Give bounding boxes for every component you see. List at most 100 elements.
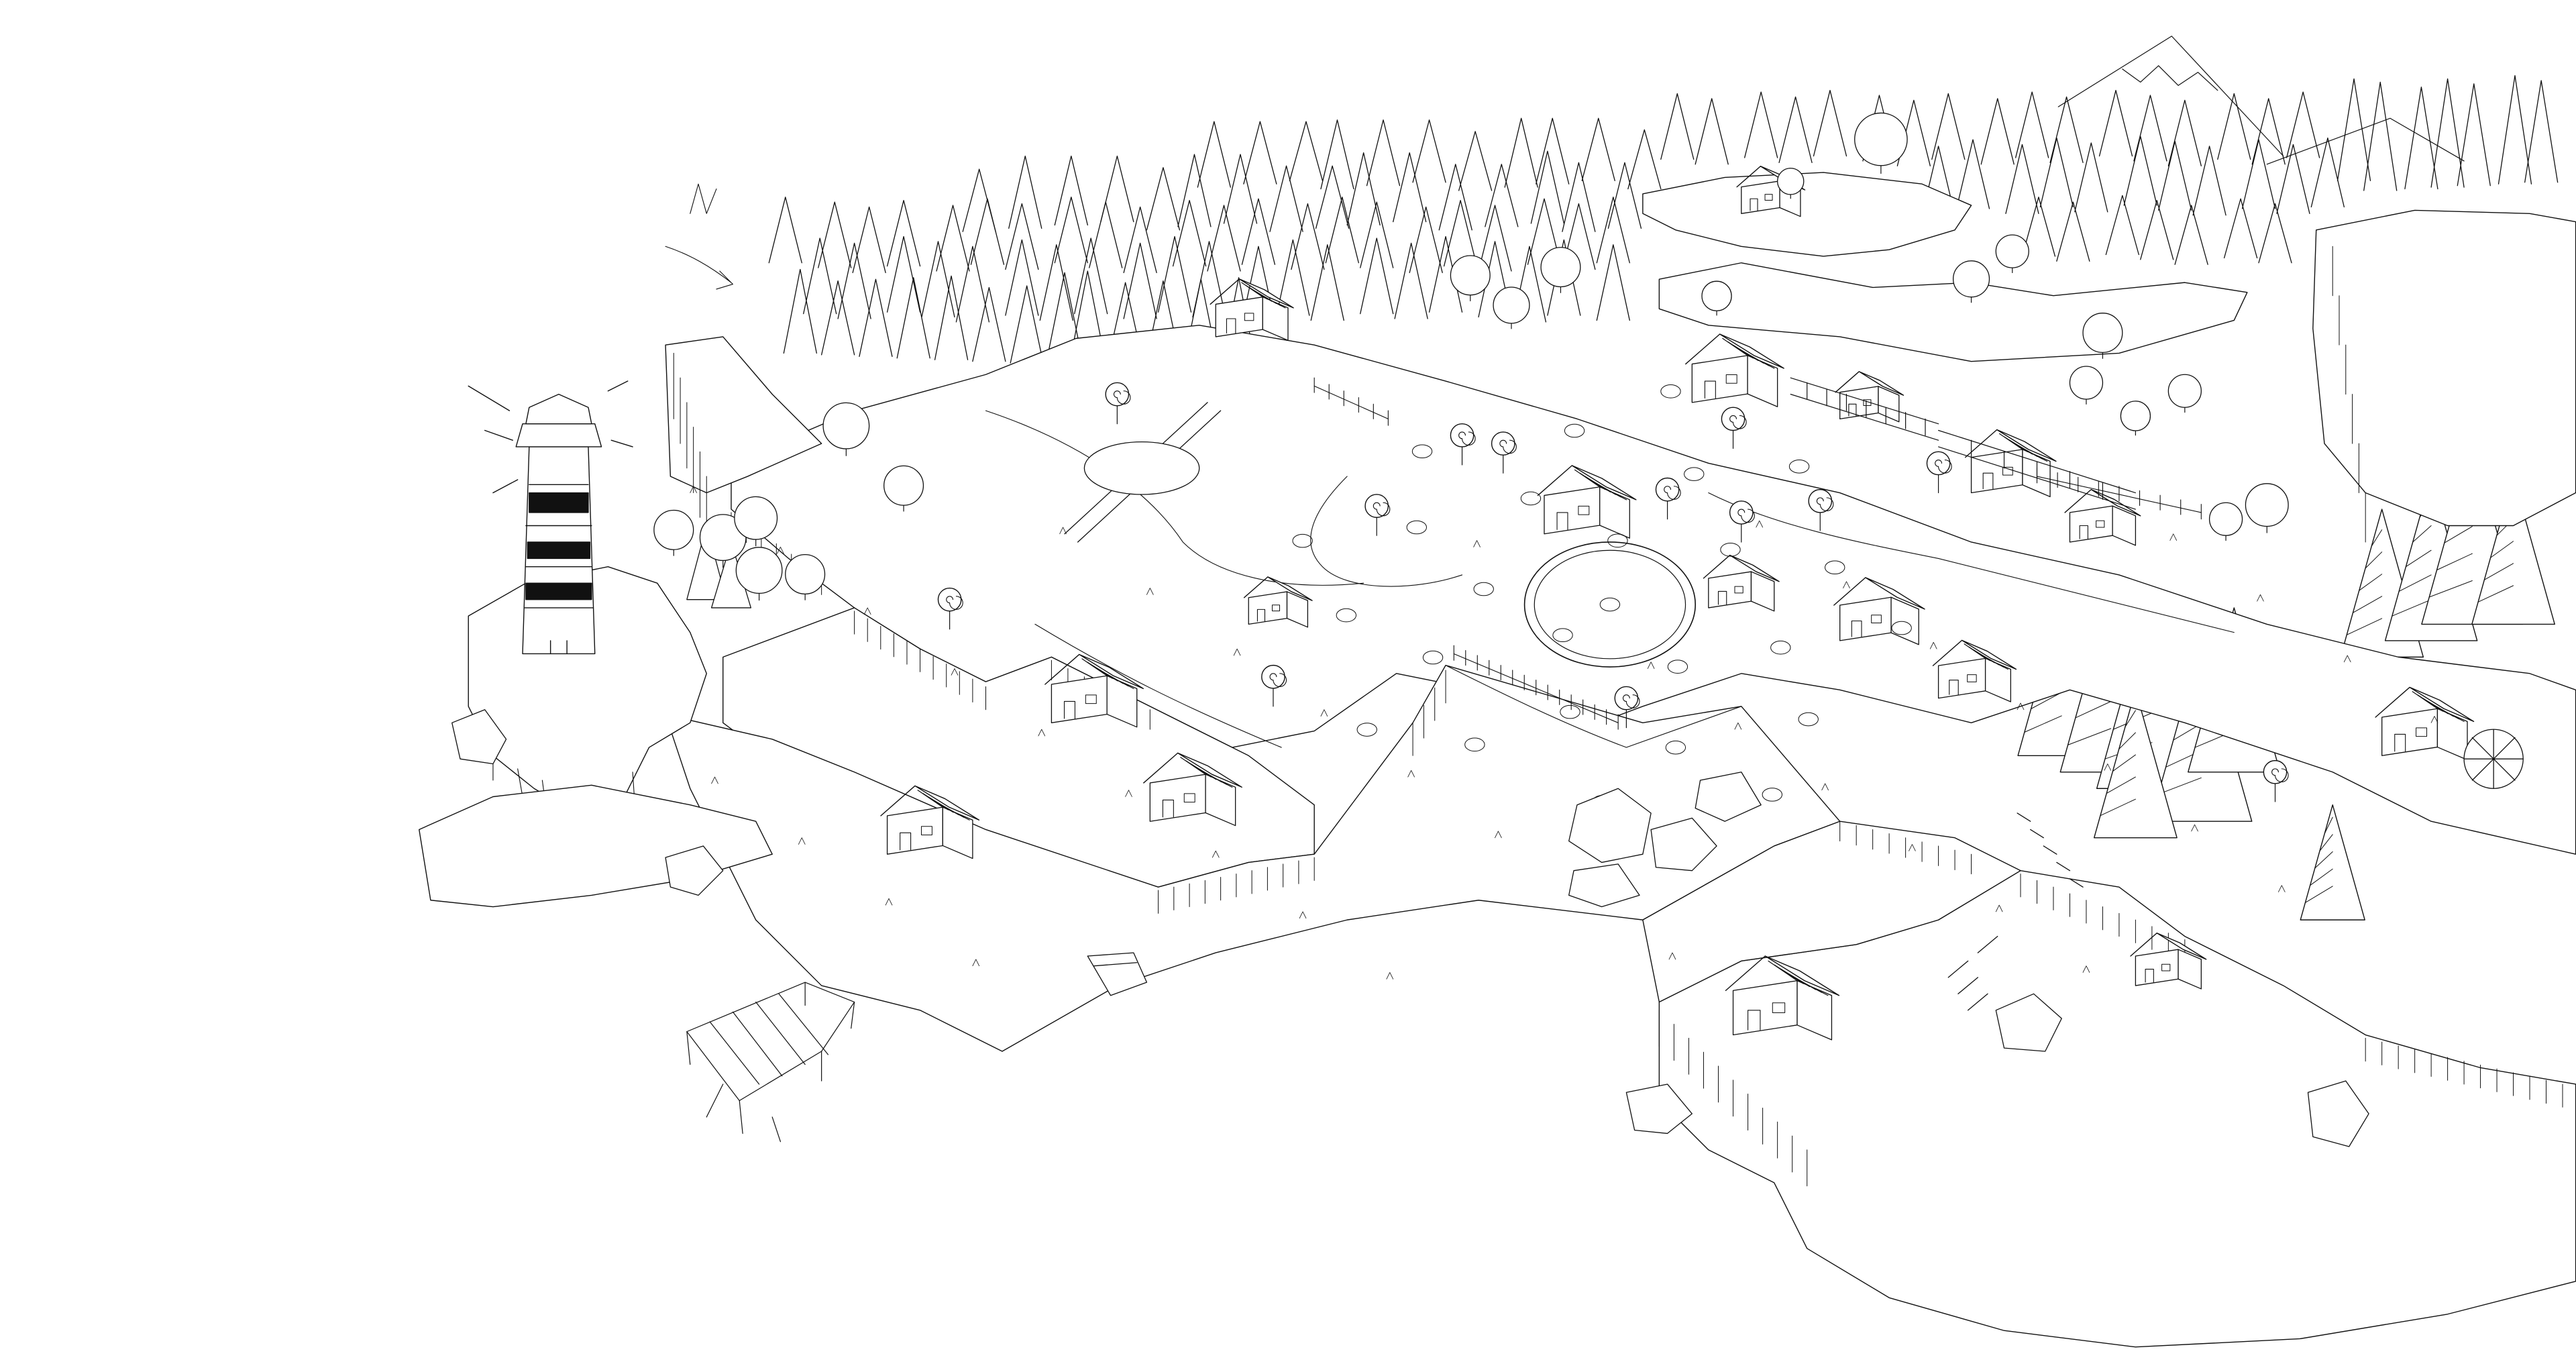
house-icon bbox=[1835, 372, 1903, 422]
pine-tree-icon bbox=[859, 279, 892, 356]
round-tree-icon bbox=[1778, 168, 1804, 199]
fence bbox=[1454, 645, 1618, 729]
pine-tree-icon bbox=[1124, 243, 1157, 319]
pine-tree-icon bbox=[2259, 204, 2292, 263]
spiral-tree-icon bbox=[1721, 407, 1746, 448]
round-tree-icon bbox=[786, 555, 825, 600]
grass-tuft bbox=[2257, 594, 2264, 601]
grass-tuft bbox=[1474, 541, 1481, 547]
pine-tree-icon bbox=[1224, 154, 1257, 223]
pine-tree-icon bbox=[2457, 84, 2490, 186]
dirt-path bbox=[1035, 624, 1281, 747]
spiral-tree-icon bbox=[1615, 686, 1640, 727]
pine-tree-icon bbox=[1505, 118, 1538, 187]
grass-tuft bbox=[1387, 972, 1393, 979]
pine-tree-icon bbox=[1745, 92, 1778, 158]
pine-tree-icon bbox=[2057, 202, 2090, 261]
pier-dock bbox=[687, 982, 855, 1141]
house-icon bbox=[1834, 578, 1925, 645]
pine-tree-icon bbox=[2472, 476, 2555, 624]
pine-tree-icon bbox=[2338, 79, 2371, 181]
grass-tuft bbox=[777, 547, 784, 554]
pine-tree-icon bbox=[897, 278, 930, 358]
pine-tree-icon bbox=[2277, 144, 2310, 213]
harbour-ledge bbox=[1643, 821, 2021, 1002]
pine-tree-icon bbox=[2124, 136, 2157, 205]
spiral-tree-icon bbox=[1106, 382, 1130, 423]
pine-tree-icon bbox=[971, 199, 1004, 264]
pine-tree-icon bbox=[1197, 121, 1230, 187]
pine-tree-icon bbox=[2224, 199, 2257, 258]
pine-tree-icon bbox=[2006, 144, 2039, 213]
grass-tuft bbox=[951, 669, 958, 676]
sketch-mark bbox=[690, 184, 716, 213]
round-tree-icon bbox=[1541, 248, 1580, 293]
pine-tree-icon bbox=[1071, 271, 1104, 355]
east-cliff bbox=[2313, 210, 2576, 525]
sketch-arrow bbox=[665, 246, 733, 289]
pine-tree-icon bbox=[2134, 95, 2167, 161]
boulder-cluster bbox=[452, 710, 2369, 1147]
pine-tree-icon bbox=[838, 243, 871, 319]
pine-tree-icon bbox=[888, 201, 920, 266]
grass-tuft bbox=[1321, 710, 1328, 717]
grass-tuft bbox=[798, 838, 805, 845]
boulder-icon bbox=[1651, 818, 1717, 870]
grass-tuft bbox=[2344, 655, 2351, 662]
dirt-path bbox=[1311, 476, 1462, 586]
house-icon bbox=[1144, 753, 1242, 825]
pine-tree-icon bbox=[1316, 166, 1349, 228]
pine-tree-icon bbox=[2050, 97, 2083, 162]
spiral-tree-icon bbox=[1450, 424, 1475, 465]
grass-tuft bbox=[1996, 905, 2002, 912]
round-tree-icon bbox=[654, 510, 694, 556]
spiral-tree-icon bbox=[1927, 452, 1951, 492]
grass-tuft bbox=[1756, 521, 1763, 527]
rope-bridge bbox=[1790, 378, 2135, 509]
grass-tuft bbox=[864, 608, 871, 615]
boulder-icon bbox=[1569, 864, 1640, 907]
pine-tree-icon bbox=[2499, 76, 2532, 185]
pine-tree-icon bbox=[1101, 156, 1134, 222]
pine-tree-icon bbox=[1485, 164, 1518, 227]
pine-tree-icon bbox=[1173, 201, 1206, 266]
mountain-icon bbox=[2267, 118, 2464, 164]
house-icon bbox=[1045, 654, 1143, 727]
grass-tuft bbox=[973, 959, 979, 966]
pine-tree-icon bbox=[1006, 240, 1038, 315]
pine-tree-icon bbox=[1311, 245, 1344, 321]
grass-tuft bbox=[2192, 825, 2198, 831]
pine-tree-icon bbox=[2106, 195, 2139, 254]
map-details bbox=[654, 113, 2474, 1039]
dirt-path bbox=[1709, 493, 2235, 633]
pine-tree-icon bbox=[1981, 99, 2014, 164]
boulder-icon bbox=[1569, 788, 1651, 862]
grass-tuft bbox=[1495, 831, 1502, 838]
pine-tree-icon bbox=[1124, 207, 1157, 273]
grass-tuft bbox=[1669, 953, 1676, 959]
pine-tree-icon bbox=[2075, 143, 2108, 212]
pine-tree-icon bbox=[973, 287, 1006, 361]
house-icon bbox=[1538, 466, 1635, 538]
pine-tree-icon bbox=[1289, 121, 1322, 180]
west-ridge bbox=[665, 337, 822, 493]
round-tree-icon bbox=[1953, 261, 1990, 303]
mountain-snow-line bbox=[2123, 66, 2218, 91]
spiral-tree-icon bbox=[1809, 490, 1833, 531]
pine-tree-icon bbox=[1270, 166, 1303, 231]
house-icon bbox=[1244, 577, 1312, 627]
cobblestone-plaza bbox=[1293, 385, 1911, 809]
pine-tree-icon bbox=[804, 238, 837, 314]
lighthouse-icon bbox=[468, 381, 633, 653]
spiral-tree-icon bbox=[1262, 666, 1287, 706]
pine-tree-icon bbox=[1562, 204, 1595, 270]
spiral-tree-icon bbox=[1730, 501, 1755, 542]
pine-tree-icon bbox=[1444, 201, 1477, 266]
pine-tree-icon bbox=[687, 526, 727, 600]
pine-tree-icon bbox=[2405, 87, 2438, 189]
pine-tree-icon bbox=[1208, 205, 1240, 271]
pine-tree-icon bbox=[1244, 121, 1277, 184]
pine-tree-icon bbox=[1393, 153, 1426, 222]
paths bbox=[985, 411, 2234, 747]
